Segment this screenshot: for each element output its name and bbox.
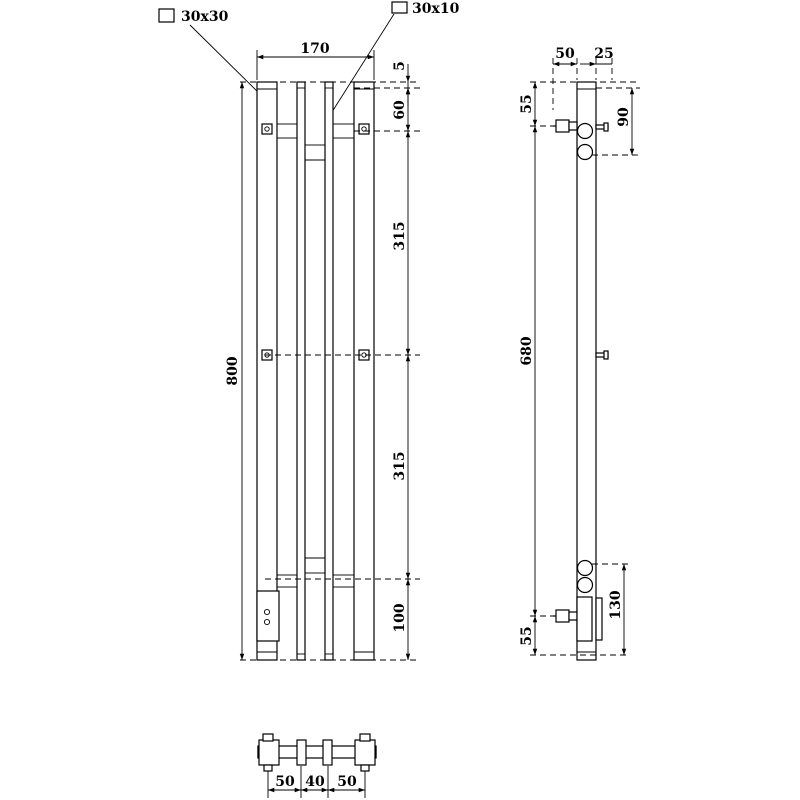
- right-outer-bar: [353, 81, 375, 661]
- lower-bracket-right: [332, 574, 355, 588]
- upper-bracket-right: [332, 123, 355, 139]
- lower-bracket-left: [276, 574, 298, 588]
- side-top-ball-label: 90: [616, 107, 632, 127]
- profile-30x30-label: 30x30: [181, 9, 229, 25]
- bracket-gap-label: 60: [392, 100, 408, 120]
- side-bottom-ball-upper: [576, 559, 594, 577]
- side-top-bracket-plate: [555, 119, 570, 133]
- center-rail: [304, 144, 326, 574]
- profile-30x30-leader: [189, 24, 267, 101]
- top-seg-mid-label: 40: [305, 774, 325, 790]
- side-bottom-wall-pin: [595, 597, 603, 641]
- front-view: 30x30 30x10 170: [158, 1, 460, 661]
- control-button-upper: [263, 608, 271, 616]
- inner-bar-right: [324, 81, 334, 661]
- side-bottom-bracket-plate: [555, 609, 570, 623]
- profile-30x10-leader: [331, 13, 395, 113]
- side-wall-gap-label: 25: [594, 46, 613, 62]
- top-seg-right-label: 50: [337, 774, 357, 790]
- profile-30x10-label: 30x10: [412, 1, 460, 17]
- side-cable-box: [576, 596, 593, 642]
- profile-30x30-symbol: [158, 8, 175, 23]
- top-view-inner-right: [322, 739, 333, 766]
- top-seg-left-label: 50: [275, 774, 295, 790]
- mount-screw-top-left: [261, 123, 273, 135]
- side-bottom-bracket-label: 55: [519, 626, 535, 645]
- top-view-end-right: [354, 739, 376, 766]
- front-width-label: 170: [300, 41, 329, 57]
- profile-30x10-symbol: [391, 1, 408, 14]
- side-main-bar: [576, 81, 597, 661]
- side-bottom-ball-label: 130: [608, 590, 624, 619]
- side-view: 50 25: [519, 46, 640, 661]
- top-view-inner-left: [296, 739, 307, 766]
- side-top-ball-upper: [576, 122, 594, 140]
- bottom-offset-label: 100: [392, 603, 408, 632]
- side-depth-label: 50: [555, 46, 575, 62]
- span-upper-label: 315: [392, 221, 408, 250]
- top-view-end-left: [258, 739, 280, 766]
- side-top-bracket-label: 55: [519, 94, 535, 113]
- inner-bar-left: [296, 81, 306, 661]
- side-top-ball-lower: [576, 143, 594, 161]
- side-bottom-ball-lower: [576, 576, 594, 594]
- top-view: 50 40 50: [257, 733, 377, 798]
- side-bottom-bracket-body: [568, 611, 578, 621]
- span-lower-label: 315: [392, 451, 408, 480]
- upper-bracket-left: [276, 123, 298, 139]
- side-mount-span-label: 680: [519, 336, 535, 365]
- side-top-bracket-body: [568, 121, 578, 131]
- control-button-lower: [263, 618, 271, 626]
- control-box: [256, 590, 280, 642]
- front-height-label: 800: [225, 356, 241, 385]
- left-outer-bar: [256, 81, 278, 661]
- top-offset-label: 5: [392, 61, 408, 71]
